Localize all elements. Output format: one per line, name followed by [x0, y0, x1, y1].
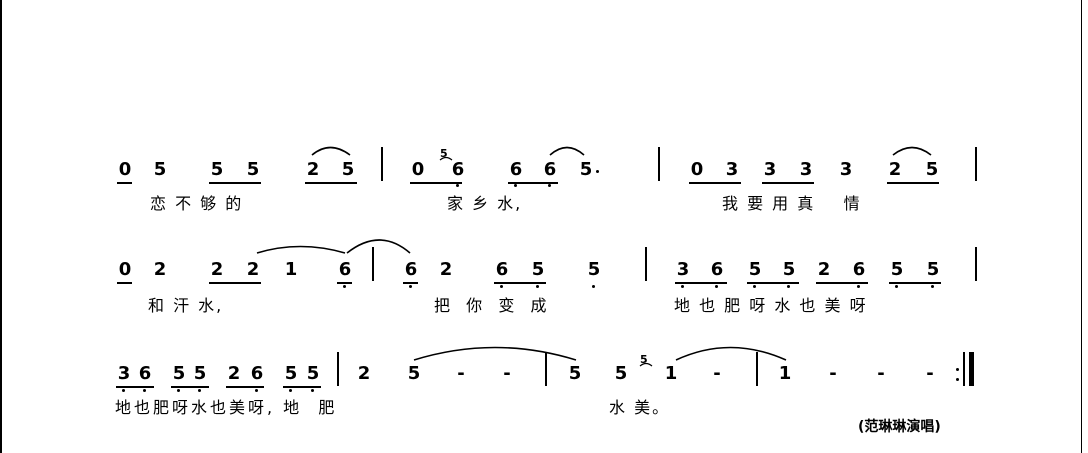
note: 3 — [676, 259, 690, 280]
lyric: 把 你 变 成 — [434, 296, 549, 315]
note: 5 — [407, 363, 421, 384]
note: 5 — [172, 363, 186, 384]
grace-note: 5 — [440, 147, 448, 160]
note: 1 — [284, 259, 298, 280]
note: 5 — [153, 159, 167, 180]
barline — [658, 147, 660, 181]
note: 6 — [495, 259, 509, 280]
note: 0 — [690, 159, 704, 180]
barline — [975, 147, 977, 181]
lyric: 水 美。 — [609, 398, 671, 417]
barline — [645, 247, 647, 281]
final-barline-thin — [963, 352, 965, 386]
note: 6 — [710, 259, 724, 280]
repeat-dot — [956, 378, 959, 381]
note: 5 — [306, 363, 320, 384]
right-border — [1081, 0, 1082, 453]
lyric: 和 汗 水, — [148, 296, 224, 315]
note: 0 — [118, 259, 132, 280]
note: 6 — [250, 363, 264, 384]
note: 5 — [925, 159, 939, 180]
note: 2 — [210, 259, 224, 280]
lyric: 恋 不 够 的 — [150, 194, 244, 213]
note: 5 — [782, 259, 796, 280]
note: 5 — [748, 259, 762, 280]
note: 6 — [404, 259, 418, 280]
note: 5 — [579, 159, 593, 180]
note: 5 — [531, 259, 545, 280]
barline — [381, 147, 383, 181]
note: 5 — [193, 363, 207, 384]
note: 6 — [509, 159, 523, 180]
barline — [975, 247, 977, 281]
note: - — [926, 363, 934, 384]
note: 1 — [664, 363, 678, 384]
note: 5 — [926, 259, 940, 280]
barline — [756, 352, 758, 386]
grace-note: 5 — [640, 353, 648, 366]
note: 5 — [568, 363, 582, 384]
repeat-dot — [956, 368, 959, 371]
note: 5 — [246, 159, 260, 180]
note: 0 — [118, 159, 132, 180]
note: 2 — [246, 259, 260, 280]
note: 6 — [543, 159, 557, 180]
note: - — [457, 363, 465, 384]
barline — [545, 352, 547, 386]
note: 2 — [153, 259, 167, 280]
barline — [337, 352, 339, 386]
note: - — [503, 363, 511, 384]
lyric: 我 要 用 真 情 — [722, 194, 862, 213]
note: 6 — [338, 259, 352, 280]
note: 2 — [357, 363, 371, 384]
note: - — [713, 363, 721, 384]
note: 2 — [888, 159, 902, 180]
note: 0 — [411, 159, 425, 180]
note: 6 — [852, 259, 866, 280]
note: 2 — [306, 159, 320, 180]
note: - — [877, 363, 885, 384]
note: 2 — [227, 363, 241, 384]
lyric: 家 乡 水, — [447, 194, 523, 213]
final-barline-thick — [969, 352, 974, 386]
lyric: 地也肥呀水也美呀, 地 肥 — [115, 398, 338, 417]
note: 1 — [778, 363, 792, 384]
performer-credit: (范琳琳演唱) — [858, 419, 941, 435]
note: 3 — [763, 159, 777, 180]
note: 2 — [817, 259, 831, 280]
note: 5 — [587, 259, 601, 280]
note: 5 — [614, 363, 628, 384]
note: 3 — [117, 363, 131, 384]
note: 5 — [890, 259, 904, 280]
note: 3 — [799, 159, 813, 180]
lyric: 地 也 肥 呀 水 也 美 呀 — [674, 296, 868, 315]
note: 3 — [725, 159, 739, 180]
note: 5 — [210, 159, 224, 180]
note: 3 — [839, 159, 853, 180]
note: 6 — [451, 159, 465, 180]
note: 5 — [341, 159, 355, 180]
note: 5 — [284, 363, 298, 384]
barline — [372, 247, 374, 281]
note: 2 — [439, 259, 453, 280]
left-border — [0, 0, 2, 453]
note: - — [829, 363, 837, 384]
note: 6 — [138, 363, 152, 384]
